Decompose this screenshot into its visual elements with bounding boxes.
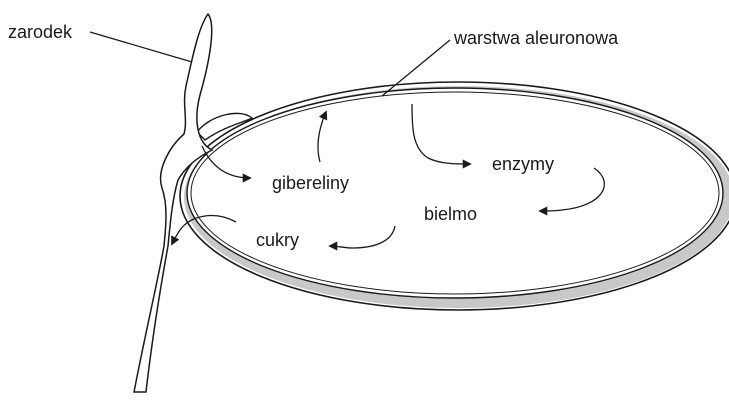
label-gibereliny: gibereliny	[272, 174, 349, 192]
label-bielmo: bielmo	[424, 205, 477, 223]
label-warstwa-aleuronowa: warstwa aleuronowa	[454, 29, 618, 47]
label-enzymy: enzymy	[492, 155, 554, 173]
label-cukry: cukry	[256, 231, 299, 249]
label-zarodek: zarodek	[8, 23, 72, 41]
leader-line-zarodek	[90, 32, 192, 62]
endosperm	[187, 88, 723, 298]
